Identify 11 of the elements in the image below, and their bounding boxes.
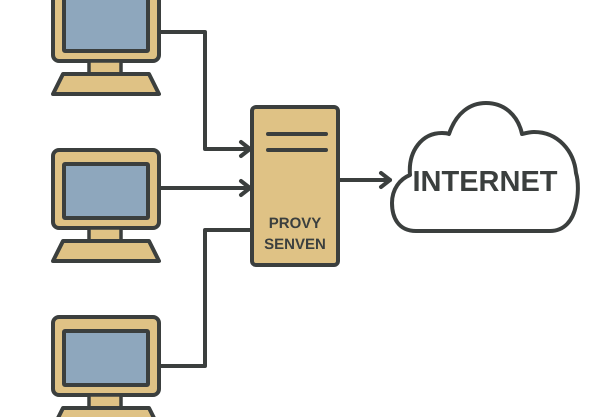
connector-line: [159, 228, 252, 368]
server-box: [250, 105, 340, 267]
computer-icon: [51, 148, 161, 265]
computer-icon: [51, 315, 161, 417]
cloud-label: INTERNET: [412, 166, 558, 198]
cloud-shape: [390, 101, 580, 234]
server-label: PROVY SENVEN: [263, 214, 327, 255]
arrow: [159, 30, 252, 158]
arrow: [159, 179, 252, 197]
arrow: [338, 171, 392, 189]
computer-icon: [51, 0, 161, 98]
